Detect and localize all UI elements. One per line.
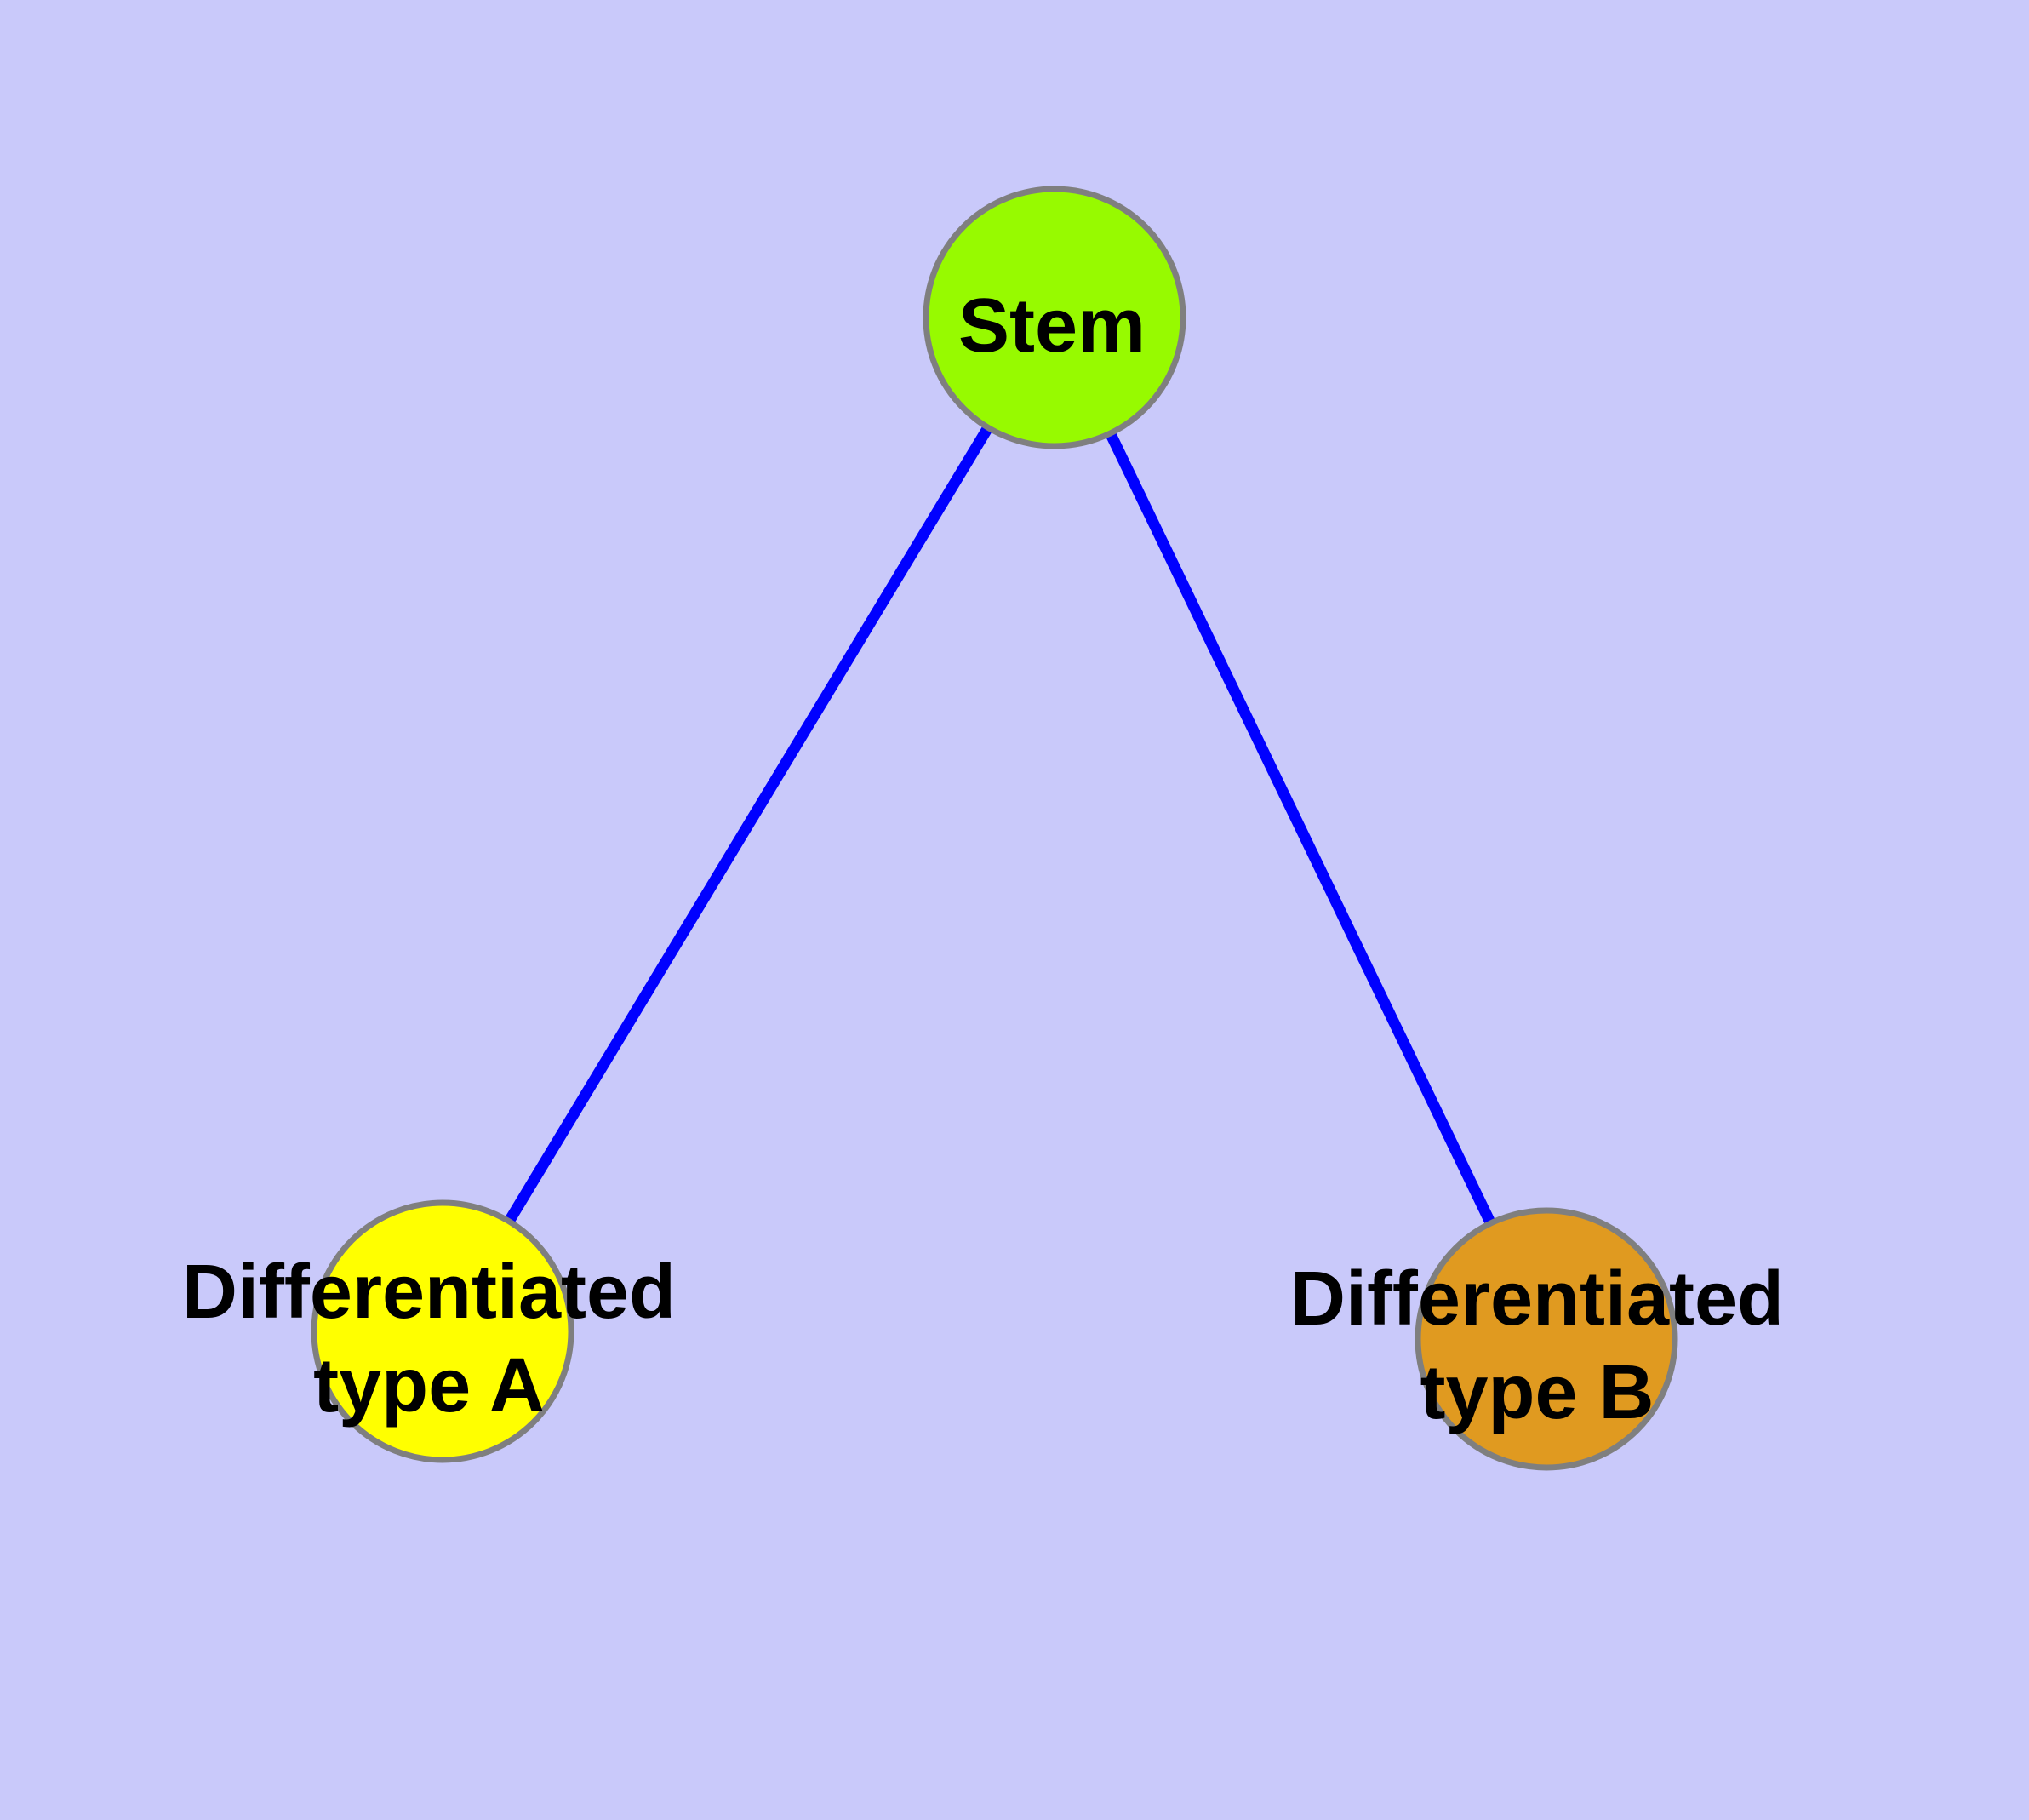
stem-node-circle[interactable] [923, 186, 1186, 449]
edge-stem-to-differentiated-type-b [1049, 315, 1552, 1342]
node-stem[interactable]: Stem [923, 186, 1186, 449]
node-differentiated-type-a[interactable]: Differentiated type A [182, 1199, 676, 1463]
differentiated-type-b-label-line2: type B [1420, 1350, 1654, 1435]
differentiated-type-a-label-line2: type A [313, 1343, 545, 1428]
differentiated-type-a-node-circle[interactable] [311, 1199, 574, 1463]
edge-stem-to-differentiated-type-a [437, 314, 1060, 1335]
stem-node-label: Stem [958, 283, 1146, 369]
node-differentiated-type-b[interactable]: Differentiated type B [1290, 1207, 1784, 1471]
differentiated-type-a-label-line1: Differentiated [182, 1250, 676, 1335]
differentiated-type-b-node-circle[interactable] [1415, 1207, 1678, 1471]
differentiated-type-b-label-line1: Differentiated [1290, 1256, 1784, 1342]
